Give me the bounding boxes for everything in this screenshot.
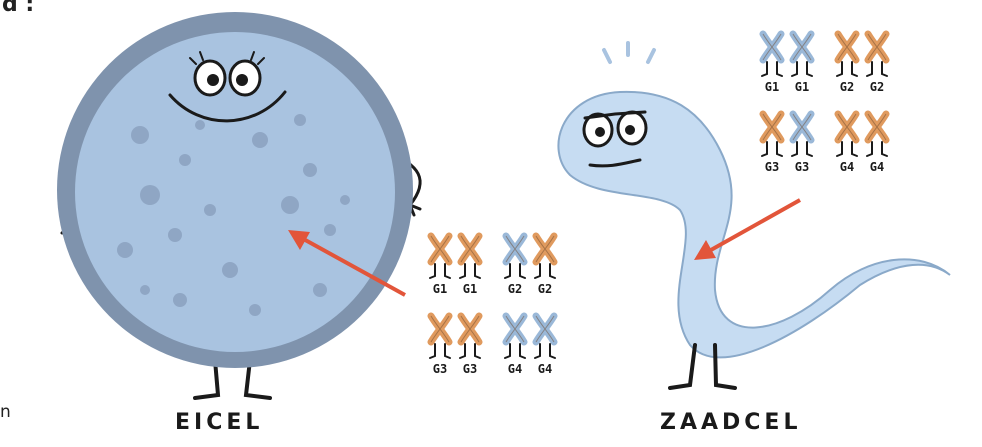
chromosome-label: G3 [425,362,455,376]
chromosome-g3: G3 [455,312,485,382]
chromosome-label: G2 [832,80,862,94]
chromosome-g2: G2 [862,30,892,100]
page-fragment-top: d : [2,0,34,17]
chromosome-g1: G1 [787,30,817,100]
chromosome-label: G2 [862,80,892,94]
chromosome-label: G3 [757,160,787,174]
sperm-label: ZAADCEL [660,410,801,435]
chromosome-label: G2 [500,282,530,296]
chromosome-label: G3 [787,160,817,174]
chromosome-label: G4 [530,362,560,376]
chromosome-label: G1 [787,80,817,94]
chromosome-g3: G3 [425,312,455,382]
chromosome-label: G4 [862,160,892,174]
chromosome-g4: G4 [530,312,560,382]
chromosome-g1: G1 [757,30,787,100]
chromosome-g1: G1 [425,232,455,302]
chromosome-label: G1 [425,282,455,296]
chromosome-label: G1 [455,282,485,296]
chromosome-g4: G4 [862,110,892,180]
chromosome-label: G4 [500,362,530,376]
chromosome-g3: G3 [757,110,787,180]
chromosome-g3: G3 [787,110,817,180]
chromosome-g4: G4 [832,110,862,180]
chromosome-label: G2 [530,282,560,296]
chromosome-g2: G2 [500,232,530,302]
egg-cell [57,12,420,398]
chromosome-label: G3 [455,362,485,376]
chromosome-g4: G4 [500,312,530,382]
page-fragment-bottom: n [0,402,11,422]
chromosome-g2: G2 [530,232,560,302]
chromosome-g2: G2 [832,30,862,100]
chromosome-g1: G1 [455,232,485,302]
egg-label: EICEL [175,410,263,435]
chromosome-label: G4 [832,160,862,174]
chromosome-label: G1 [757,80,787,94]
